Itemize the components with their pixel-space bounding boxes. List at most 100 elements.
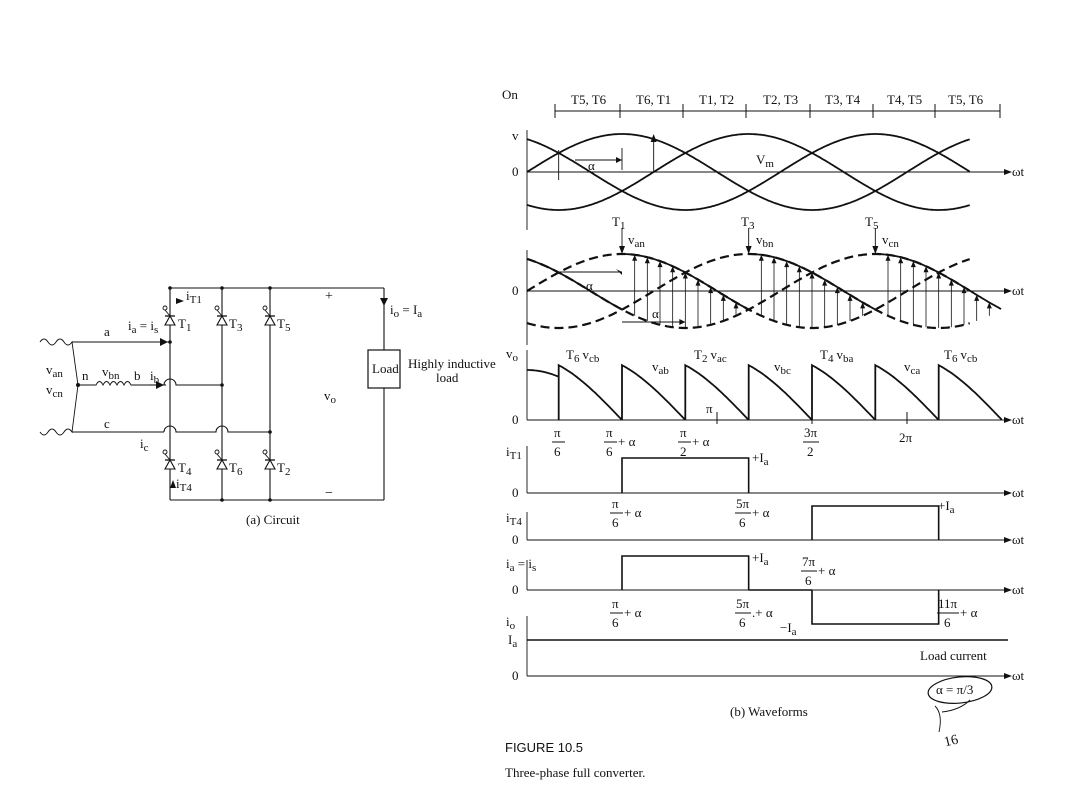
svg-text:7π: 7π: [802, 554, 816, 569]
p2-zero: 0: [512, 283, 519, 298]
omega-3: ωt: [1012, 412, 1025, 427]
phase-voltage-1: [526, 133, 970, 211]
axis-arrow: [1004, 417, 1012, 423]
gated-voltage-panel: [526, 228, 1012, 345]
thyristor-body: [164, 314, 176, 326]
svg-text:6: 6: [612, 615, 619, 630]
hatch-arrow: [796, 266, 802, 273]
svg-text:2: 2: [807, 444, 814, 459]
firing-arrow-0: [619, 246, 625, 254]
p1-zero: 0: [512, 164, 519, 179]
svg-text:11π: 11π: [938, 596, 958, 611]
conducting-segment-2: [875, 253, 1002, 310]
plus-Ia-3: +Ia: [752, 550, 769, 568]
label-vcn-w: vcn: [882, 232, 899, 250]
frac-pi-2-alpha: π 2 + α: [678, 425, 710, 459]
gate-terminal: [162, 305, 168, 311]
label-iT4: iT4: [176, 476, 192, 494]
p6-zero: 0: [512, 582, 519, 597]
thyristor-body: [216, 458, 228, 470]
arrow-iT1: [176, 298, 184, 304]
io-panel: [526, 616, 1012, 679]
hatch-arrow: [834, 287, 840, 294]
hatch-arrow: [771, 257, 777, 264]
hand-note-stroke: [934, 699, 971, 733]
figure-title: Three-phase full converter.: [505, 765, 645, 780]
hatch-arrow: [758, 254, 764, 261]
label-ic: ic: [140, 436, 149, 454]
iT1-label: iT1: [506, 444, 522, 462]
gate-terminal: [214, 449, 220, 455]
label-ia-is: ia = is: [128, 318, 158, 336]
hatch-arrow: [936, 272, 942, 279]
cond-4: T3, T4: [825, 92, 861, 107]
thyristor-body: [164, 458, 176, 470]
hatch-arrow: [885, 254, 891, 261]
conduction-ticks: [554, 104, 1001, 118]
svg-text:3π: 3π: [804, 425, 818, 440]
hatch-arrow: [720, 294, 726, 301]
hatch-arrow: [923, 266, 929, 273]
hatch-arrow: [961, 287, 967, 294]
thyristor-gate: [164, 309, 171, 317]
on-label: On: [502, 87, 518, 102]
iT1-panel: [526, 446, 1012, 496]
plus-Ia-2: +Ia: [938, 498, 955, 516]
label-a: a: [104, 324, 110, 339]
label-van: van: [46, 362, 63, 380]
label-minus: −: [325, 486, 333, 501]
label-vcn: vcn: [46, 382, 63, 400]
svg-text:π: π: [612, 496, 619, 511]
p7-zero: 0: [512, 668, 519, 683]
frac-pi-6: π 6: [552, 425, 565, 459]
vo-segment-4: [811, 363, 876, 421]
alpha-p2a: α: [586, 278, 593, 293]
hatch-arrow: [682, 272, 688, 279]
thyristor-body: [264, 314, 276, 326]
top-T3: T3: [741, 214, 755, 232]
svg-text:5π: 5π: [736, 496, 750, 511]
svg-text:.+ α: .+ α: [752, 605, 773, 620]
svg-text:6: 6: [944, 615, 951, 630]
svg-text:+ α: + α: [752, 505, 770, 520]
line-b-hop: [163, 378, 222, 386]
thyristor-symbols: [162, 305, 276, 470]
label-van-w: van: [628, 232, 645, 250]
axis-arrow: [1004, 490, 1012, 496]
thyristor-body: [264, 458, 276, 470]
vm-arrow: [650, 134, 657, 142]
gate-terminal: [214, 305, 220, 311]
hatch-arrow: [657, 261, 663, 268]
hatch-arrow: [910, 261, 916, 268]
svg-text:6: 6: [805, 573, 812, 588]
conducting-segment-0: [622, 253, 749, 310]
thy-label-T2: T2: [277, 460, 290, 478]
svg-text:+ α: + α: [960, 605, 978, 620]
frac-5pi-6-alpha: 5π 6 + α: [735, 496, 770, 530]
svg-text:6: 6: [739, 615, 746, 630]
arrow-iT4: [170, 480, 176, 488]
p5-zero: 0: [512, 532, 519, 547]
circuit-diagram: a b c n van vcn vbn ia = is ib ic iT1 iT…: [39, 286, 496, 527]
arrow-ib: [156, 381, 164, 389]
circuit-caption: (a) Circuit: [246, 512, 300, 527]
load-desc-1: Highly inductive: [408, 356, 496, 371]
svg-text:+ α: + α: [692, 434, 710, 449]
ia-label: ia = is: [506, 556, 536, 574]
gate-terminal: [162, 449, 168, 455]
hatch-arrow: [974, 294, 980, 301]
svg-text:6: 6: [606, 444, 613, 459]
label-b: b: [134, 368, 141, 383]
svg-text:+ α: + α: [624, 505, 642, 520]
hatch-arrow: [644, 257, 650, 264]
vo-segment-3: [747, 363, 813, 421]
alpha-p1: α: [588, 158, 595, 173]
load-desc-2: load: [436, 370, 459, 385]
alpha-note-circle: [927, 676, 993, 704]
svg-text:2: 2: [680, 444, 687, 459]
winding-bn: [78, 381, 150, 387]
pulse-0: [621, 555, 750, 590]
